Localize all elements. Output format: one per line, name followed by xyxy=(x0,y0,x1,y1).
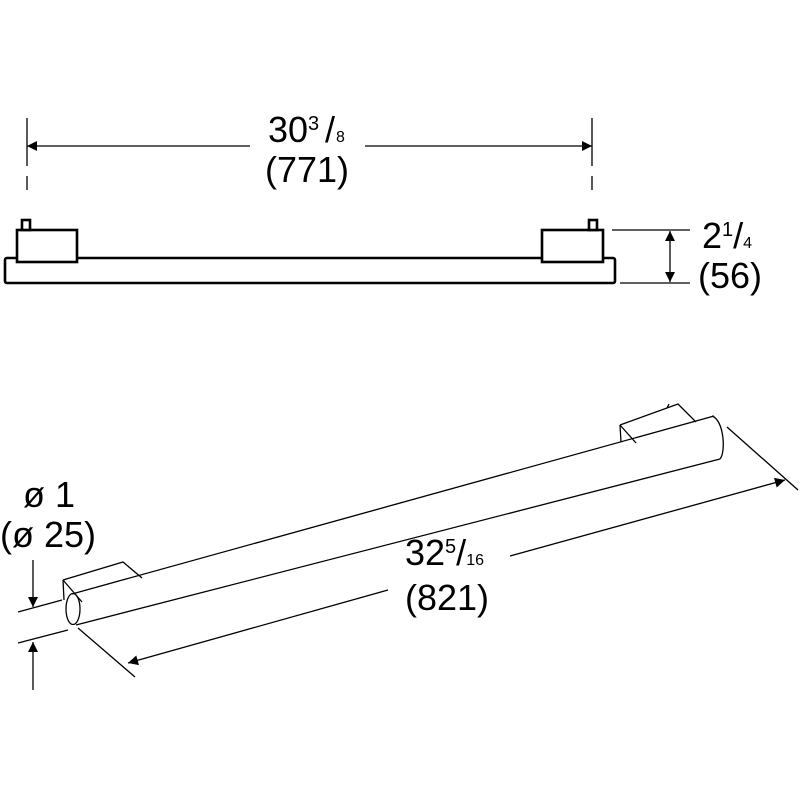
length-extension-right xyxy=(726,426,799,491)
isometric-view: 325/16 (821) ø 1 (ø 25) xyxy=(0,403,799,690)
mount-left xyxy=(15,228,79,264)
depth-mm-label: (56) xyxy=(698,255,762,296)
bar-end-cap-right xyxy=(711,415,724,460)
diameter-extension-bottom xyxy=(17,629,69,644)
mount-left-iso xyxy=(62,561,143,603)
svg-text:/8: /8 xyxy=(325,109,345,150)
length-extension-left xyxy=(77,627,136,678)
pin-left xyxy=(20,218,32,232)
width-label-bg xyxy=(250,110,365,180)
width-inches-label: 3038 xyxy=(268,109,319,150)
depth-inches-label: 21/4 xyxy=(702,215,752,256)
width-den: 8 xyxy=(336,129,345,146)
diameter-mm-label: (ø 25) xyxy=(0,514,96,555)
mount-right-iso xyxy=(619,403,697,444)
top-view: 3038 /8 (771) 21/4 (56) xyxy=(3,109,762,296)
length-dimension-line-left xyxy=(127,589,389,666)
bar-bottom-edge xyxy=(75,458,721,626)
length-dimension-line-right xyxy=(509,477,786,557)
handle-bar-top-view xyxy=(3,256,617,285)
diameter-extension-top xyxy=(17,599,63,613)
bar-end-cap-left xyxy=(65,592,81,626)
length-mm-label: (821) xyxy=(405,577,489,618)
pin-right xyxy=(587,218,599,232)
diameter-inches-label: ø 1 xyxy=(23,474,75,515)
length-inches-label: 325/16 xyxy=(405,532,484,573)
width-mm-label: (771) xyxy=(265,149,349,190)
mount-right xyxy=(540,228,605,264)
bar-top-edge xyxy=(71,415,715,595)
